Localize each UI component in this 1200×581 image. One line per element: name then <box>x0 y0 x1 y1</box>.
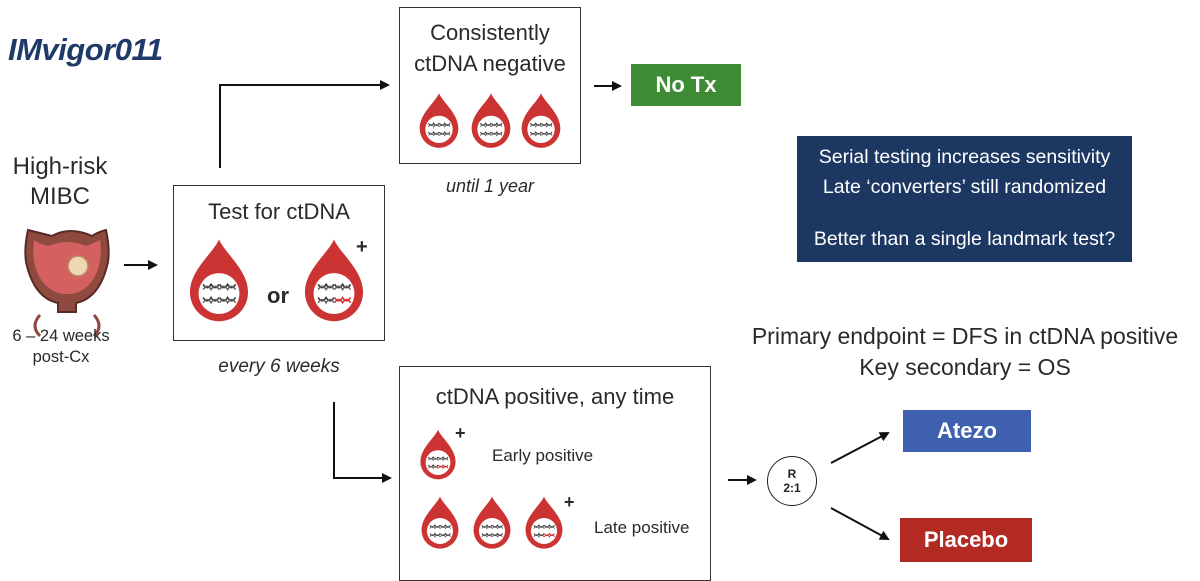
negative-box-caption: until 1 year <box>445 176 535 196</box>
atezo-arm: Atezo <box>903 410 1031 452</box>
patient-timing-line1: 6 – 24 weeks <box>12 327 110 345</box>
negative-drop-2-icon <box>469 92 513 155</box>
late-positive-label: Late positive <box>594 518 690 537</box>
no-tx-badge: No Tx <box>631 64 741 106</box>
arrow-to-placebo <box>830 507 890 540</box>
negative-box-title: Consistently ctDNA negative <box>399 17 581 79</box>
bladder-icon <box>24 228 110 338</box>
test-box-plus: + <box>356 236 368 258</box>
negative-box-title-line1: Consistently <box>430 20 550 45</box>
test-drop-positive-icon <box>301 238 367 329</box>
test-drop-negative-icon <box>186 238 252 329</box>
primary-endpoint: Primary endpoint = DFS in ctDNA positive <box>751 323 1179 349</box>
patient-label-line2: MIBC <box>30 183 90 210</box>
endpoints: Primary endpoint = DFS in ctDNA positive… <box>740 321 1190 383</box>
arrow-to-atezo <box>830 432 890 464</box>
positive-box-title: ctDNA positive, any time <box>435 384 675 409</box>
slide-title: IMvigor011 <box>8 32 163 67</box>
arrow-test-to-positive <box>333 402 392 483</box>
early-positive-label: Early positive <box>492 446 594 465</box>
late-positive-plus: + <box>564 492 575 512</box>
patient-label: High-risk MIBC <box>0 152 120 212</box>
info-box: Serial testing increases sensitivity Lat… <box>797 136 1132 262</box>
early-positive-plus: + <box>455 423 466 443</box>
test-box-caption: every 6 weeks <box>218 356 340 377</box>
flow-arrows <box>124 80 890 540</box>
info-box-line2: Late ‘converters’ still randomized <box>822 176 1107 198</box>
patient-label-line1: High-risk <box>12 153 108 180</box>
info-box-line1: Serial testing increases sensitivity <box>818 146 1111 168</box>
negative-drop-1-icon <box>417 92 461 155</box>
late-positive-drop-1-icon <box>419 494 461 557</box>
late-positive-drop-3-icon <box>523 494 565 557</box>
randomization-circle: R 2:1 <box>767 456 817 506</box>
placebo-arm: Placebo <box>900 518 1032 562</box>
info-box-spacer <box>797 202 1132 224</box>
randomization-letter: R <box>787 467 797 481</box>
early-positive-drop-icon <box>418 428 458 487</box>
negative-drop-3-icon <box>519 92 563 155</box>
negative-box-title-line2: ctDNA negative <box>414 51 566 76</box>
test-box-or: or <box>267 283 289 308</box>
info-box-line3: Better than a single landmark test? <box>813 228 1116 250</box>
randomization-ratio: 2:1 <box>783 481 801 495</box>
test-box-title: Test for ctDNA <box>208 199 350 224</box>
late-positive-drop-2-icon <box>471 494 513 557</box>
arrow-test-to-negative <box>219 80 390 168</box>
patient-timing: 6 – 24 weeks post-Cx <box>0 326 122 368</box>
patient-timing-line2: post-Cx <box>32 348 90 366</box>
secondary-endpoint: Key secondary = OS <box>859 354 1071 380</box>
